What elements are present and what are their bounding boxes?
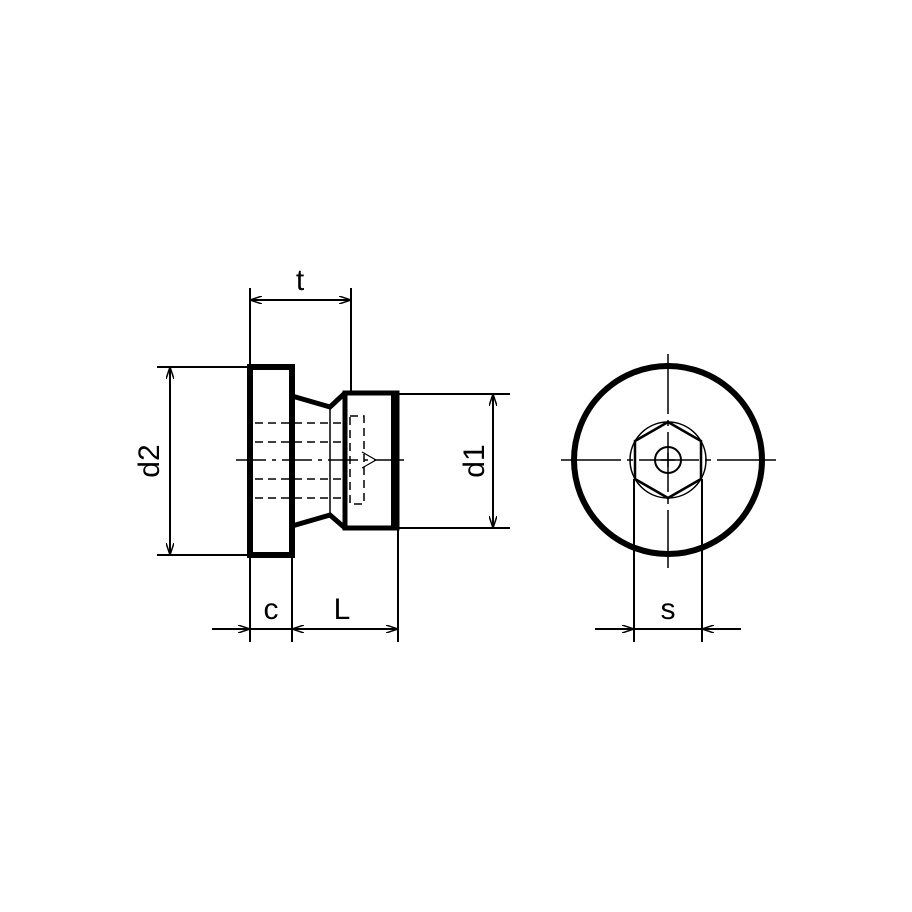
label-c: c [264, 593, 279, 626]
end-view [561, 354, 776, 568]
dimensions-end [595, 479, 741, 642]
flange [247, 364, 295, 558]
label-d2: d2 [133, 444, 166, 477]
label-t: t [296, 264, 305, 297]
label-d1: d1 [458, 444, 491, 477]
dimensions-side [157, 288, 510, 642]
label-L: L [334, 593, 351, 626]
label-s: s [661, 593, 676, 626]
side-view [236, 364, 410, 558]
